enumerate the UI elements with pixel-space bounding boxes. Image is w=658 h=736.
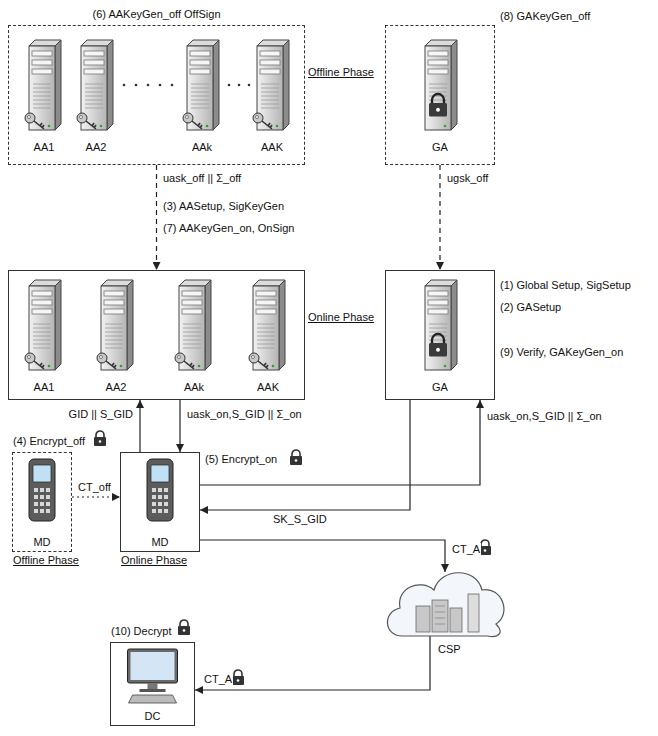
server-node: GA xyxy=(415,276,465,396)
node-label: DC xyxy=(145,710,161,723)
node-label: AA2 xyxy=(106,381,127,394)
node-label: (4) Encrypt_off xyxy=(13,435,85,448)
node-label: Online Phase xyxy=(121,554,187,567)
node-label: Online Phase xyxy=(308,311,374,324)
node-label: MD xyxy=(33,536,50,549)
lock-icon xyxy=(94,431,106,446)
step-annotation: (7) AAKeyGen_on, OnSign xyxy=(162,222,295,235)
edge-label: CT_A xyxy=(451,543,481,556)
server-icon xyxy=(19,36,69,136)
server-node: GA xyxy=(415,36,465,156)
node-label: (6) AAKeyGen_off OffSign xyxy=(92,8,220,21)
lock-icon xyxy=(178,620,190,635)
connector xyxy=(179,400,180,452)
edge-label: uask_off || Σ_off xyxy=(162,172,242,185)
node-label: AAK xyxy=(257,381,279,394)
node-label: AA1 xyxy=(34,381,55,394)
cloud-shape xyxy=(380,560,510,640)
node-label: AAk xyxy=(192,141,212,154)
server-node: AA1 xyxy=(19,36,69,156)
node-label: (8) GAKeyGen_off xyxy=(500,10,590,23)
server-node: AA2 xyxy=(71,36,121,156)
edge-label: CT_off xyxy=(77,481,112,494)
connector xyxy=(156,165,157,270)
server-node: AA1 xyxy=(19,276,69,396)
node-label: (10) Decrypt xyxy=(111,625,172,638)
edge-label: CT_A xyxy=(203,673,233,686)
connector xyxy=(200,540,445,572)
node-label: CSP xyxy=(438,643,461,656)
server-icon xyxy=(91,276,141,376)
server-icon xyxy=(169,276,219,376)
node-label: AAK xyxy=(261,141,283,154)
mobile-device-box: (4) Encrypt_offMDOffline Phase xyxy=(12,452,72,552)
node-label: AA2 xyxy=(86,141,107,154)
node-label: GA xyxy=(432,141,448,154)
step-annotation: (3) AASetup, SigKeyGen xyxy=(162,200,285,213)
server-icon xyxy=(19,276,69,376)
cloud-node: CSP xyxy=(380,560,510,640)
node-label: (5) Encrypt_on xyxy=(205,453,277,466)
connector xyxy=(439,165,440,270)
node-label: (2) GASetup xyxy=(500,301,561,314)
server-icon xyxy=(243,276,293,376)
server-icon xyxy=(415,36,465,136)
edge-label: uask_on,S_GID || Σ_on xyxy=(486,410,603,423)
connector xyxy=(195,636,430,690)
node-label: Offline Phase xyxy=(13,554,79,567)
phone-icon xyxy=(121,453,199,533)
phase-region: Online PhaseAA1AA2AAkAAK xyxy=(8,270,305,400)
computer-box: (10) DecryptDC xyxy=(110,642,195,726)
node-label: (1) Global Setup, SigSetup xyxy=(500,279,631,292)
mobile-device-box: (5) Encrypt_onMDOnline Phase xyxy=(120,452,200,552)
phase-region: (8) GAKeyGen_offGA xyxy=(385,25,495,165)
node-label: GA xyxy=(432,381,448,394)
lock-icon xyxy=(232,670,244,685)
lock-icon xyxy=(290,450,302,465)
server-icon xyxy=(415,276,465,376)
edge-label: uask_on,S_GID || Σ_on xyxy=(186,408,303,421)
node-label: AAk xyxy=(184,381,204,394)
node-label: (9) Verify, GAKeyGen_on xyxy=(500,346,623,359)
server-node: AAK xyxy=(247,36,297,156)
computer-icon xyxy=(111,643,194,709)
edge-label: GID || S_GID xyxy=(68,408,134,421)
phone-icon xyxy=(13,453,71,533)
connector xyxy=(72,496,120,497)
node-label: AA1 xyxy=(34,141,55,154)
edge-label: ugsk_off xyxy=(446,172,489,185)
phase-region: (1) Global Setup, SigSetup(2) GASetup(9)… xyxy=(385,270,495,400)
server-node: AA2 xyxy=(91,276,141,396)
node-label: Offline Phase xyxy=(308,66,374,79)
connector xyxy=(139,400,140,452)
phase-region: (6) AAKeyGen_off OffSignOffline PhaseAA1… xyxy=(8,25,305,165)
server-icon xyxy=(177,36,227,136)
server-icon xyxy=(247,36,297,136)
server-node: AAK xyxy=(243,276,293,396)
server-node: AAk xyxy=(169,276,219,396)
node-label: MD xyxy=(151,536,168,549)
server-icon xyxy=(71,36,121,136)
server-node: AAk xyxy=(177,36,227,156)
edge-label: SK_S_GID xyxy=(272,513,328,526)
